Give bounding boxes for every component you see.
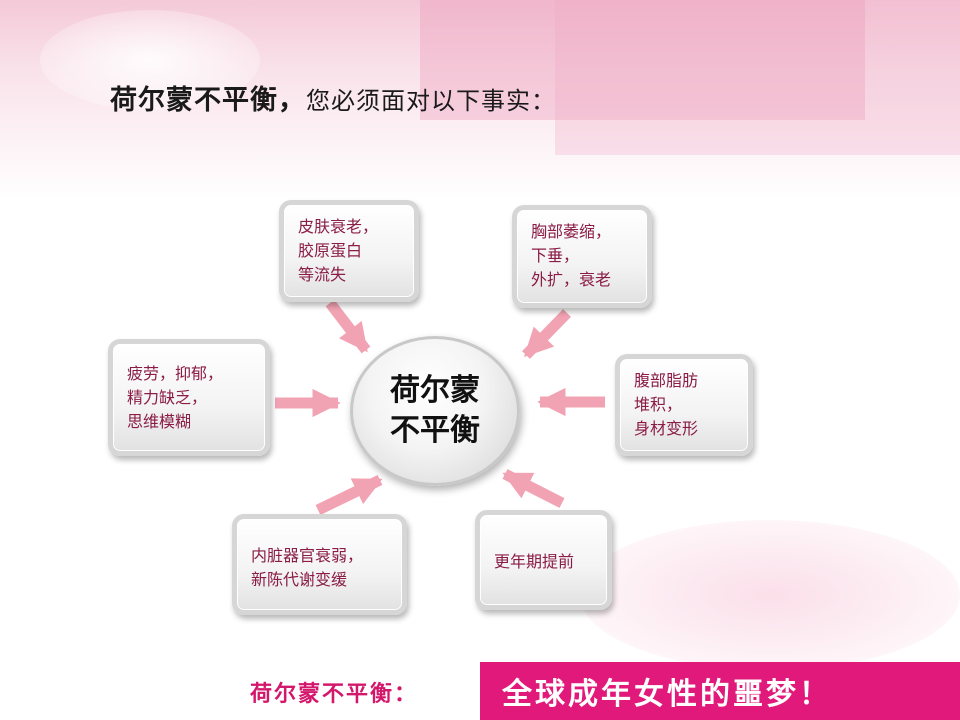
- box-line: 腹部脂肪: [634, 371, 699, 390]
- box-skin-aging: 皮肤衰老， 胶原蛋白 等流失: [279, 200, 419, 302]
- box-breast: 胸部萎缩， 下垂， 外扩，衰老: [512, 205, 652, 308]
- center-line-2: 不平衡: [390, 413, 480, 448]
- box-line: 皮肤衰老，: [298, 217, 379, 236]
- box-line: 内脏器官衰弱，: [251, 546, 364, 565]
- title-rest: 您必须面对以下事实：: [306, 87, 556, 115]
- box-menopause: 更年期提前: [475, 510, 612, 610]
- box-line: 等流失: [298, 265, 347, 284]
- center-line-1: 荷尔蒙: [390, 373, 480, 408]
- box-organs: 内脏器官衰弱， 新陈代谢变缓: [232, 514, 407, 615]
- title-main: 荷尔蒙不平衡，: [110, 85, 306, 116]
- background-band: [420, 0, 865, 120]
- box-abdomen: 腹部脂肪 堆积， 身材变形: [615, 354, 753, 456]
- box-fatigue: 疲劳，抑郁， 精力缺乏， 思维模糊: [108, 339, 270, 456]
- box-line: 疲劳，抑郁，: [127, 364, 224, 383]
- center-circle: 荷尔蒙 不平衡: [350, 336, 520, 486]
- footer-banner-text: 全球成年女性的噩梦！: [502, 677, 832, 712]
- box-line: 新陈代谢变缓: [251, 570, 348, 589]
- box-line: 胸部萎缩，: [531, 222, 612, 241]
- footer-label: 荷尔蒙不平衡：: [250, 682, 419, 707]
- arrow-from-skin: [325, 299, 371, 354]
- box-line: 更年期提前: [494, 552, 575, 571]
- box-line: 精力缺乏，: [127, 388, 208, 407]
- footer-banner: 全球成年女性的噩梦！: [480, 662, 960, 720]
- box-line: 胶原蛋白: [298, 241, 363, 260]
- box-line: 下垂，: [531, 246, 580, 265]
- box-line: 身材变形: [634, 419, 699, 438]
- arrow-from-organs: [315, 475, 383, 515]
- background-glow: [580, 520, 960, 670]
- slide-title: 荷尔蒙不平衡，您必须面对以下事实：: [110, 78, 556, 117]
- arrow-from-menopause: [502, 469, 565, 508]
- background-band: [555, 0, 960, 155]
- background-glow: [40, 10, 260, 110]
- arrow-from-breast: [522, 309, 571, 359]
- box-line: 堆积，: [634, 395, 683, 414]
- box-line: 思维模糊: [127, 412, 192, 431]
- box-line: 外扩，衰老: [531, 270, 612, 289]
